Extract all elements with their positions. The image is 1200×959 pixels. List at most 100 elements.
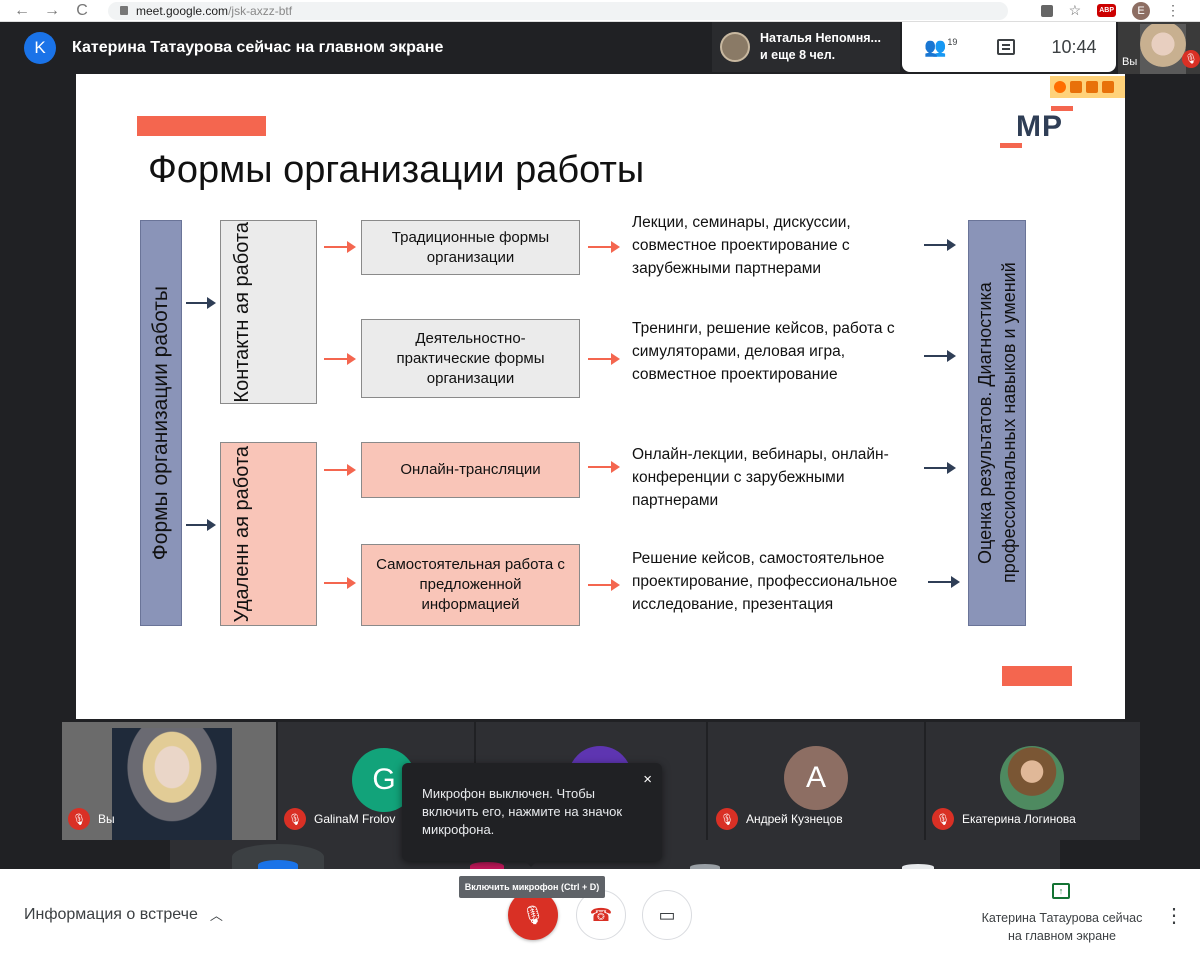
menu-icon[interactable]: ⋮: [1166, 2, 1180, 18]
lock-icon: [120, 6, 128, 15]
logo-accent-right: [1051, 106, 1073, 111]
description-traditional: Лекции, семинары, дискуссии, совместное …: [632, 214, 851, 277]
self-work-box: Самостоятельная работа с предложенной ин…: [361, 544, 580, 626]
arrow-desc1: [588, 241, 620, 253]
mic-off-notification: × Микрофон выключен. Чтобы включить его,…: [402, 763, 662, 861]
left-vertical-box: Формы организации работы: [140, 220, 182, 626]
participant-avatar-partial: [258, 860, 298, 870]
people-button[interactable]: 👥 19: [924, 37, 957, 58]
mic-off-notification-text: Микрофон выключен. Чтобы включить его, н…: [422, 786, 623, 837]
mic-toggle-button[interactable]: 🎙: [508, 890, 558, 940]
meeting-info-label: Информация о встрече: [24, 905, 198, 923]
mp-logo: MP: [1016, 110, 1063, 143]
camera-toggle-button[interactable]: ▭: [642, 890, 692, 940]
remote-work-label: Удаленн ая работа: [230, 445, 253, 623]
mic-off-icon: 🎙: [68, 808, 90, 830]
participant-avatar-partial: [902, 864, 934, 870]
description-selfwork: Решение кейсов, самостоятельное проектир…: [632, 550, 898, 613]
you-tile-label: 🎙 Вы: [68, 808, 115, 830]
present-screen-icon[interactable]: ↑: [1052, 883, 1070, 899]
right-vertical-box: Оценка результатов. Диагностика професси…: [968, 220, 1026, 626]
andrey-tile-label: 🎙 Андрей Кузнецов: [716, 808, 843, 830]
ekaterina-tile[interactable]: 🎙 Екатерина Логинова: [926, 722, 1140, 840]
more-options-icon[interactable]: ⋮: [1164, 905, 1184, 927]
meeting-info-button[interactable]: Информация о встрече ︿: [24, 905, 223, 924]
logo-accent-left: [1000, 143, 1022, 148]
remote-work-box: Удаленн ая работа: [220, 442, 317, 626]
meet-top-bar: K Катерина Татаурова сейчас на главном э…: [0, 22, 1200, 74]
participant-chip-more: и еще 8 чел.: [760, 48, 836, 62]
forward-icon[interactable]: →: [44, 1, 60, 19]
arrow-desc3: [588, 461, 620, 473]
ekaterina-name: Екатерина Логинова: [962, 812, 1076, 826]
presenter-title: Катерина Татаурова сейчас на главном экр…: [72, 39, 444, 56]
slide-accent-top: [137, 116, 266, 136]
description-practical: Тренинги, решение кейсов, работа с симул…: [632, 320, 895, 383]
left-vertical-label: Формы организации работы: [149, 285, 172, 561]
chat-icon[interactable]: [997, 39, 1016, 55]
participant-chip-name: Наталья Непомня...: [760, 31, 881, 45]
galina-name: GalinaM Frolov: [314, 812, 396, 826]
arrow-to-practical: [324, 353, 356, 365]
participants-chip[interactable]: Наталья Непомня... и еще 8 чел.: [712, 22, 900, 72]
reload-icon[interactable]: C: [76, 1, 88, 19]
you-tile[interactable]: 🎙 Вы: [62, 722, 276, 840]
arrow-desc2: [588, 353, 620, 365]
screen-share-extension-bar[interactable]: [1050, 76, 1125, 98]
arrow-desc4: [588, 579, 620, 591]
mic-button-tooltip: Включить микрофон (Ctrl + D): [459, 876, 605, 898]
self-video: [1140, 24, 1186, 74]
arrow-result2: [924, 350, 956, 362]
presenter-avatar: K: [24, 32, 56, 64]
description-online: Онлайн-лекции, вебинары, онлайн-конферен…: [632, 446, 889, 509]
arrow-to-contact: [186, 297, 216, 309]
camera-icon: [1070, 81, 1082, 93]
self-preview[interactable]: Вы 🎙: [1118, 22, 1200, 74]
practical-forms-box: Деятельностно-практические формы организ…: [361, 319, 580, 398]
address-bar[interactable]: meet.google.com /jsk-axzz-btf: [108, 1, 1008, 20]
adblock-icon[interactable]: ABP: [1097, 4, 1116, 17]
slide-accent-bottom: [1002, 666, 1072, 686]
contact-work-box: Контактн ая работа: [220, 220, 317, 404]
mic-off-icon: 🎙: [521, 904, 545, 925]
andrey-name: Андрей Кузнецов: [746, 812, 843, 826]
tooltip-caret: [525, 861, 537, 867]
ekaterina-tile-label: 🎙 Екатерина Логинова: [932, 808, 1076, 830]
phone-hangup-icon: ☎: [589, 904, 613, 925]
mic-off-icon: 🎙: [1182, 50, 1200, 68]
ekaterina-avatar: [1000, 746, 1064, 810]
contact-work-label: Контактн ая работа: [230, 221, 253, 403]
participant-avatar-partial: [470, 862, 504, 870]
mic-off-icon: 🎙: [716, 808, 738, 830]
arrow-result1: [924, 239, 956, 251]
shared-screen: MP Формы организации работы Формы органи…: [76, 74, 1125, 719]
andrey-tile[interactable]: A 🎙 Андрей Кузнецов: [708, 722, 924, 840]
participant-avatar: [720, 32, 750, 62]
people-icon: 👥: [924, 36, 947, 57]
close-icon[interactable]: ×: [643, 771, 652, 788]
traditional-forms-label: Традиционные формы организации: [391, 228, 550, 266]
camera-icon: ▭: [658, 904, 676, 925]
presenting-status: Катерина Татаурова сейчас на главном экр…: [981, 911, 1143, 943]
self-label: Вы: [1122, 56, 1138, 68]
you-name: Вы: [98, 812, 115, 826]
participant-avatar-partial: [690, 864, 720, 870]
mic-off-icon: 🎙: [932, 808, 954, 830]
arrow-to-selfwork: [324, 577, 356, 589]
back-icon[interactable]: ←: [14, 1, 30, 19]
chevron-up-icon: ︿: [209, 908, 223, 923]
galina-tile-label: 🎙 GalinaM Frolov: [284, 808, 395, 830]
arrow-to-remote: [186, 519, 216, 531]
you-video: [112, 728, 232, 840]
people-count: 19: [947, 36, 958, 47]
profile-avatar[interactable]: E: [1132, 1, 1150, 20]
online-broadcast-box: Онлайн-трансляции: [361, 442, 580, 498]
mic-off-icon: 🎙: [284, 808, 306, 830]
meeting-panel: 👥 19 10:44: [902, 22, 1116, 72]
right-vertical-label: Оценка результатов. Диагностика професси…: [975, 262, 1019, 584]
browser-toolbar: ← → C meet.google.com /jsk-axzz-btf ☆ AB…: [0, 0, 1200, 22]
online-broadcast-label: Онлайн-трансляции: [400, 461, 541, 478]
star-icon[interactable]: ☆: [1068, 2, 1082, 18]
practical-forms-label: Деятельностно-практические формы организ…: [396, 329, 545, 387]
camera-indicator-icon[interactable]: [1040, 4, 1053, 17]
